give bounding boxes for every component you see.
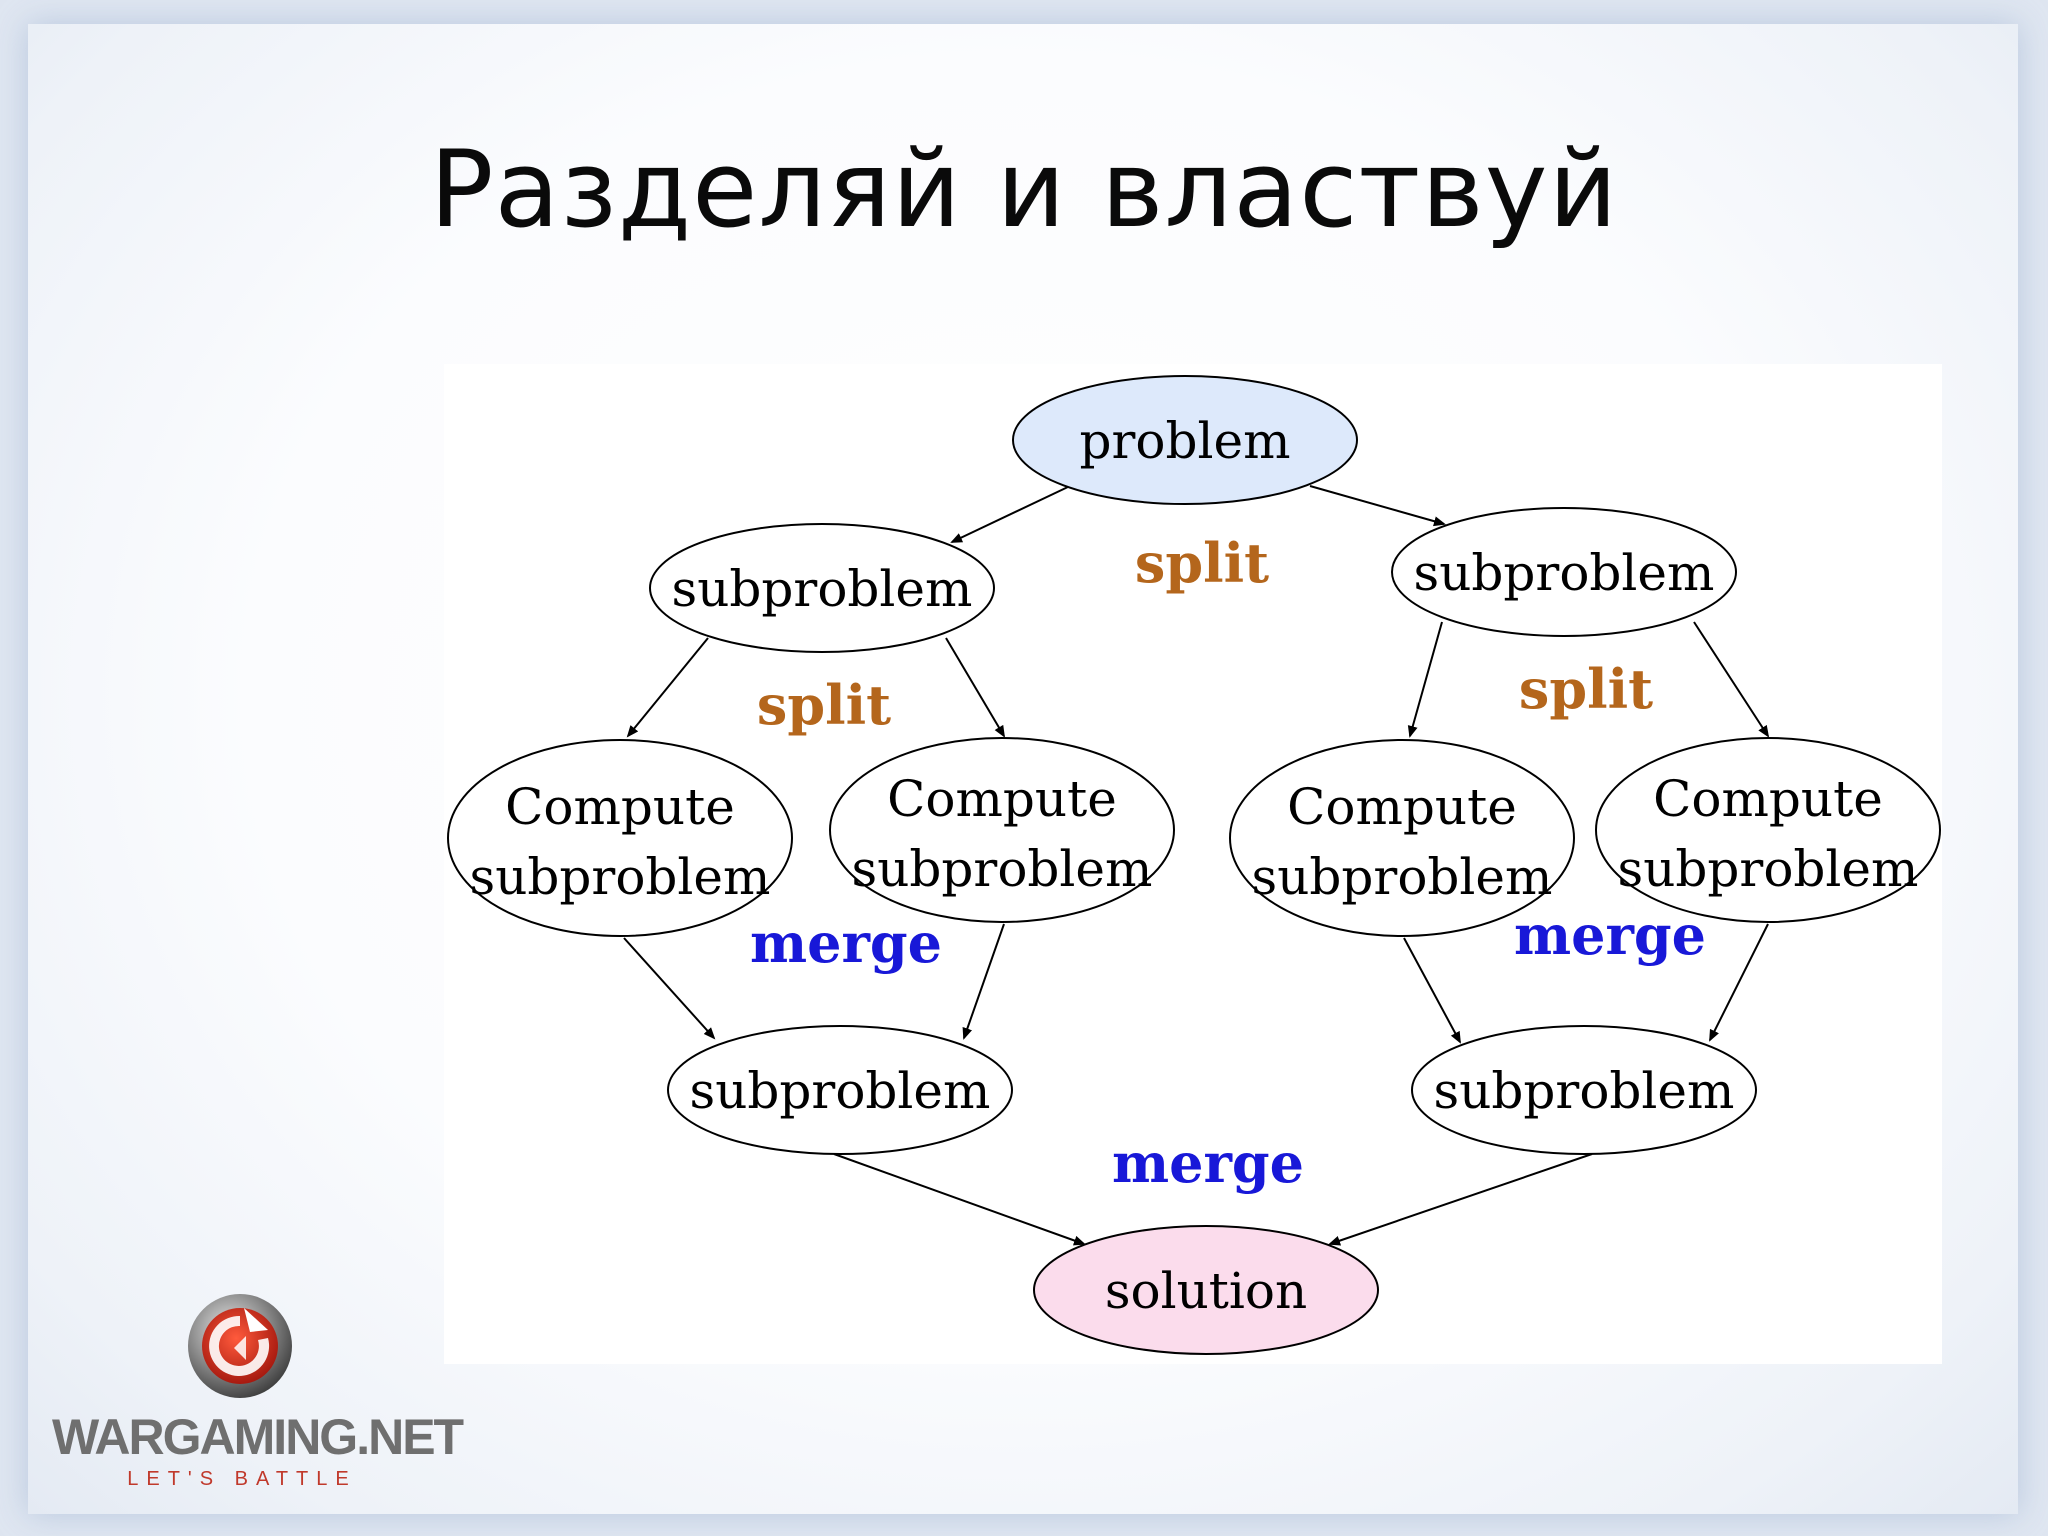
node-compute-4-shape	[1595, 737, 1941, 923]
edge-right-to-compute3	[1407, 621, 1443, 738]
node-subproblem-right-shape	[1391, 507, 1737, 637]
node-compute-4-line2: subproblem	[1618, 840, 1919, 898]
node-problem-label: problem	[1079, 412, 1290, 470]
edge-compute2-to-merged-left	[962, 923, 1005, 1040]
node-compute-4: Compute subproblem	[1595, 737, 1941, 923]
node-compute-1-line2: subproblem	[470, 848, 771, 906]
node-merged-left-label: subproblem	[690, 1062, 991, 1120]
edges	[623, 485, 1770, 1246]
node-problem-shape	[1012, 375, 1358, 505]
edge-problem-to-right	[1309, 485, 1446, 527]
split-label-left: split	[757, 673, 891, 737]
merge-label-bottom: merge	[1112, 1131, 1304, 1195]
node-solution-label: solution	[1105, 1262, 1307, 1320]
edge-left-to-compute1	[626, 637, 709, 738]
merge-label-right: merge	[1514, 903, 1706, 967]
node-merged-right-label: subproblem	[1434, 1062, 1735, 1120]
wargaming-logo: WARGAMING.NET LET'S BATTLE	[52, 1290, 464, 1500]
node-merged-left: subproblem	[667, 1025, 1013, 1155]
edge-left-to-compute2	[945, 637, 1006, 738]
node-problem: problem	[1012, 375, 1358, 505]
node-subproblem-right: subproblem	[1391, 507, 1737, 637]
node-subproblem-left: subproblem	[649, 523, 995, 653]
edge-compute3-to-merged-right	[1403, 937, 1461, 1044]
node-compute-2: Compute subproblem	[829, 737, 1175, 923]
node-solution-shape	[1033, 1225, 1379, 1355]
node-compute-3-line2: subproblem	[1252, 848, 1553, 906]
node-compute-1-shape	[447, 739, 793, 937]
split-label-right: split	[1519, 657, 1653, 721]
divide-and-conquer-diagram: problem subproblem subproblem Compute su…	[444, 364, 1942, 1364]
node-compute-2-line2: subproblem	[852, 840, 1153, 898]
node-compute-1: Compute subproblem	[447, 739, 793, 937]
slide-title: Разделяй и властвуй	[429, 128, 1619, 251]
split-label-top: split	[1135, 531, 1269, 595]
node-compute-2-shape	[829, 737, 1175, 923]
wargaming-logo-name: WARGAMING.NET	[52, 1409, 464, 1465]
edge-merged-right-to-solution	[1328, 1153, 1593, 1246]
wargaming-emblem-icon	[184, 1290, 296, 1402]
edge-right-to-compute4	[1693, 621, 1770, 738]
node-solution: solution	[1033, 1225, 1379, 1355]
wargaming-logo-tagline: LET'S BATTLE	[127, 1468, 357, 1490]
node-compute-4-line1: Compute	[1653, 770, 1883, 828]
edge-problem-to-left	[950, 485, 1071, 543]
node-merged-left-shape	[667, 1025, 1013, 1155]
node-compute-3: Compute subproblem	[1229, 739, 1575, 937]
edge-compute1-to-merged-left	[623, 937, 716, 1040]
node-compute-3-line1: Compute	[1287, 778, 1517, 836]
node-subproblem-left-label: subproblem	[672, 560, 973, 618]
node-compute-2-line1: Compute	[887, 770, 1117, 828]
node-compute-1-line1: Compute	[505, 778, 735, 836]
edge-merged-left-to-solution	[833, 1153, 1086, 1246]
merge-label-left: merge	[750, 911, 942, 975]
node-merged-right-shape	[1411, 1025, 1757, 1155]
edge-compute4-to-merged-right	[1709, 923, 1769, 1042]
node-merged-right: subproblem	[1411, 1025, 1757, 1155]
node-subproblem-right-label: subproblem	[1414, 544, 1715, 602]
node-subproblem-left-shape	[649, 523, 995, 653]
node-compute-3-shape	[1229, 739, 1575, 937]
